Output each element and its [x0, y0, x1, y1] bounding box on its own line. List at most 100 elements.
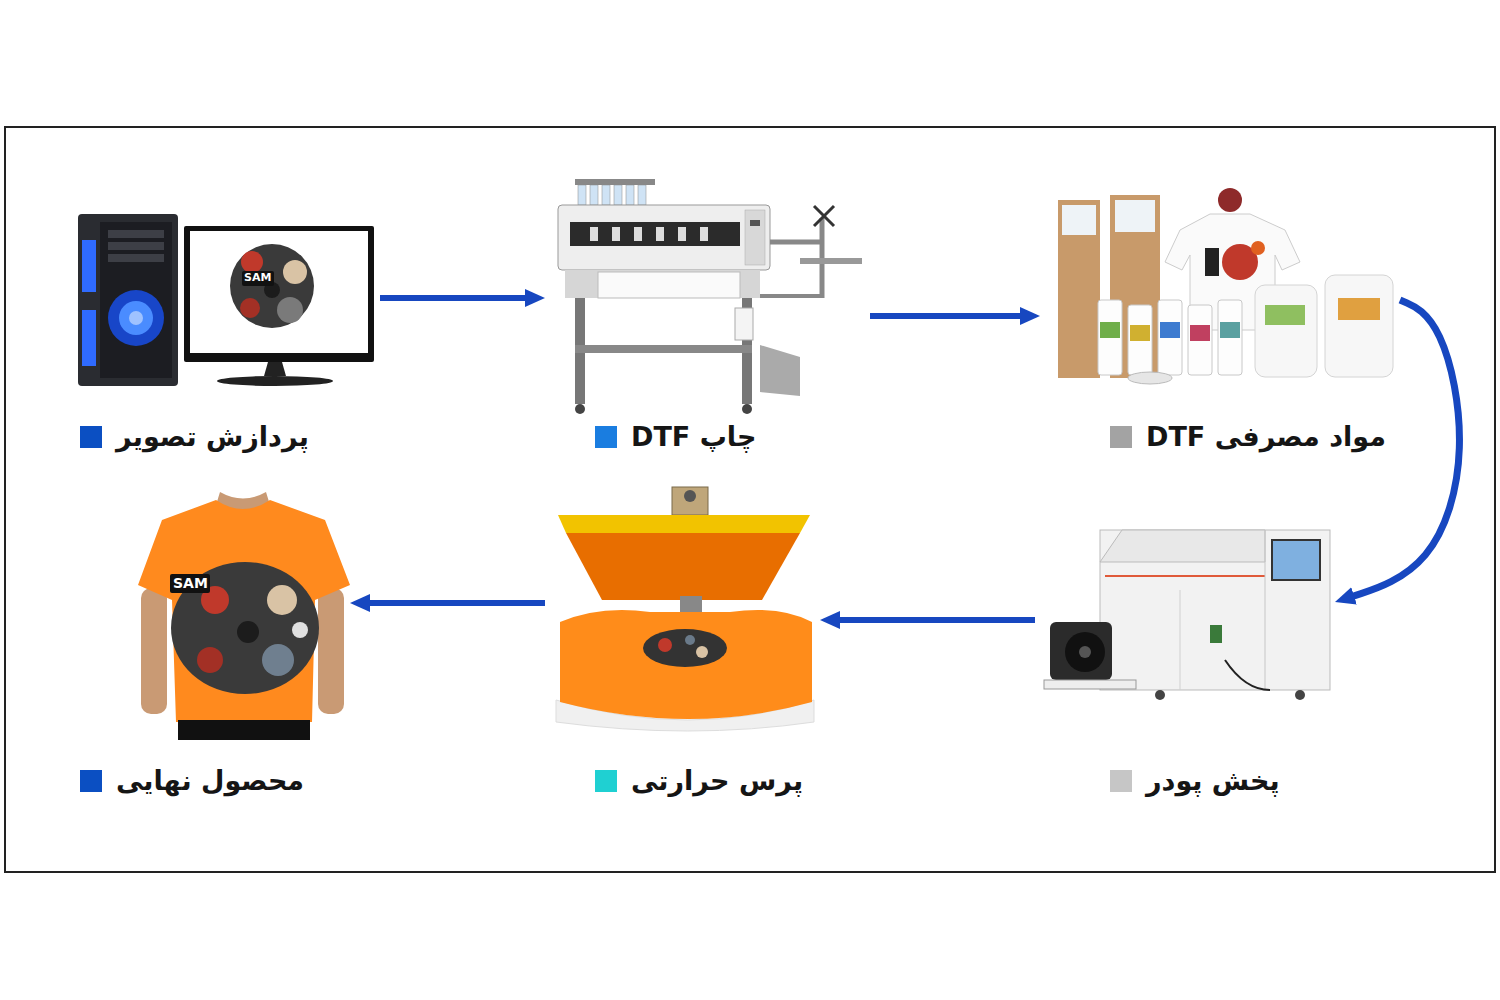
computer-illustration-part	[108, 290, 164, 346]
printer-illustration-part	[565, 270, 760, 298]
printer-illustration-part	[760, 294, 822, 298]
step-label-row: پرس حرارتی	[595, 765, 803, 797]
step-marker	[1110, 426, 1132, 448]
step-label-row: مواد مصرفی DTF	[1110, 421, 1386, 453]
t-shirt-illustration-part	[262, 644, 294, 676]
printer-illustration-part	[575, 345, 752, 353]
printer-illustration-part	[626, 185, 634, 205]
powder-shaker-illustration-part	[1105, 575, 1265, 577]
powder-shaker-illustration-part	[1225, 660, 1270, 690]
printer-illustration	[558, 179, 862, 414]
printer-illustration-part	[602, 185, 610, 205]
t-shirt-illustration-part	[141, 588, 167, 714]
step-label: پرس حرارتی	[631, 765, 803, 797]
printer-illustration-part	[634, 227, 642, 241]
powder-shaker-illustration-part	[1265, 530, 1266, 690]
printer-illustration-part	[590, 185, 598, 205]
consumables-illustration	[1058, 188, 1393, 384]
computer-illustration-part	[230, 244, 314, 328]
step-marker	[1110, 770, 1132, 792]
computer-illustration	[78, 214, 374, 386]
t-shirt-illustration-part	[197, 647, 223, 673]
step-label-row: چاپ DTF	[595, 421, 756, 453]
flow-arrow	[362, 600, 545, 606]
computer-illustration-part	[190, 231, 368, 353]
step-label: پردازش تصویر	[116, 421, 309, 453]
heat-press-illustration-part	[658, 638, 672, 652]
consumables-illustration-part	[1158, 300, 1182, 375]
printer-illustration-part	[742, 404, 752, 414]
computer-illustration-part	[119, 301, 153, 335]
computer-illustration-part	[78, 214, 178, 386]
computer-illustration-part	[108, 254, 164, 262]
powder-shaker-illustration-part	[1065, 632, 1105, 672]
powder-shaker-illustration-part	[1272, 540, 1320, 580]
consumables-illustration-part	[1128, 372, 1172, 384]
t-shirt-illustration-part	[170, 574, 210, 593]
process-step: مواد مصرفی DTF	[1040, 185, 1400, 461]
print-text: SAM	[173, 576, 208, 590]
printer-illustration-part	[558, 205, 770, 270]
step-label-row: پردازش تصویر	[80, 421, 309, 453]
step-label: چاپ DTF	[631, 421, 756, 453]
frame	[5, 127, 1495, 872]
computer-illustration-part	[82, 240, 96, 292]
computer-illustration-part	[217, 376, 333, 386]
powder-shaker-illustration-part	[1155, 690, 1165, 700]
t-shirt-illustration-part	[138, 500, 350, 722]
computer-illustration-part	[100, 222, 172, 378]
printer-illustration-part	[735, 308, 753, 340]
heat-press-illustration-part	[560, 610, 812, 719]
consumables-illustration-part	[1098, 300, 1122, 375]
computer-illustration-part	[264, 362, 286, 376]
printer-illustration-part	[700, 227, 708, 241]
t-shirt-illustration-part	[292, 622, 308, 638]
step-label-row: محصول نهایی	[80, 765, 304, 797]
heat-press-illustration-part	[566, 533, 800, 600]
heat-press-illustration-part	[672, 487, 708, 515]
heat-press-illustration-part	[685, 635, 695, 645]
flow-arrow	[380, 295, 533, 301]
t-shirt-illustration-part	[267, 585, 297, 615]
printer-illustration-part	[814, 206, 834, 226]
consumables-illustration-part	[1188, 305, 1212, 375]
powder-shaker-illustration-part	[1050, 622, 1112, 680]
process-step: چاپ DTF	[545, 175, 870, 461]
powder-shaker-illustration	[1044, 530, 1330, 700]
consumables-illustration-part	[1251, 241, 1265, 255]
consumables-illustration-part	[1058, 200, 1100, 378]
computer-illustration-part	[241, 251, 263, 273]
powder-shaker-illustration-part	[1100, 530, 1330, 690]
t-shirt-illustration-part	[178, 720, 310, 740]
consumables-illustration-part	[1100, 322, 1120, 338]
consumables-illustration-part	[1265, 305, 1305, 325]
printer-illustration-part	[570, 222, 740, 246]
consumables-illustration-part	[1062, 205, 1096, 235]
printer-illustration-part	[814, 206, 834, 226]
computer-illustration-part	[277, 297, 303, 323]
printer-illustration-part	[760, 345, 800, 396]
powder-shaker-illustration-part	[1079, 646, 1091, 658]
heat-press-illustration-part	[643, 629, 727, 667]
consumables-illustration-part	[1218, 188, 1242, 212]
printer-illustration-part	[578, 185, 586, 205]
process-step: پخش پودر	[1035, 515, 1335, 805]
process-step: پرس حرارتی	[545, 480, 820, 805]
step-label-row: پخش پودر	[1110, 765, 1280, 797]
printer-illustration-part	[678, 227, 686, 241]
printer-illustration-part	[638, 185, 646, 205]
step-label: پخش پودر	[1146, 765, 1280, 797]
printer-illustration-part	[745, 210, 765, 265]
heat-press-illustration-part	[696, 646, 708, 658]
flow-arrow	[832, 617, 1035, 623]
step-marker	[595, 770, 617, 792]
consumables-illustration-part	[1220, 322, 1240, 338]
consumables-illustration-part	[1190, 325, 1210, 341]
printer-illustration-part	[614, 185, 622, 205]
computer-illustration-part	[283, 260, 307, 284]
consumables-illustration-part	[1115, 200, 1155, 232]
computer-illustration-part	[184, 226, 374, 362]
step-marker	[595, 426, 617, 448]
